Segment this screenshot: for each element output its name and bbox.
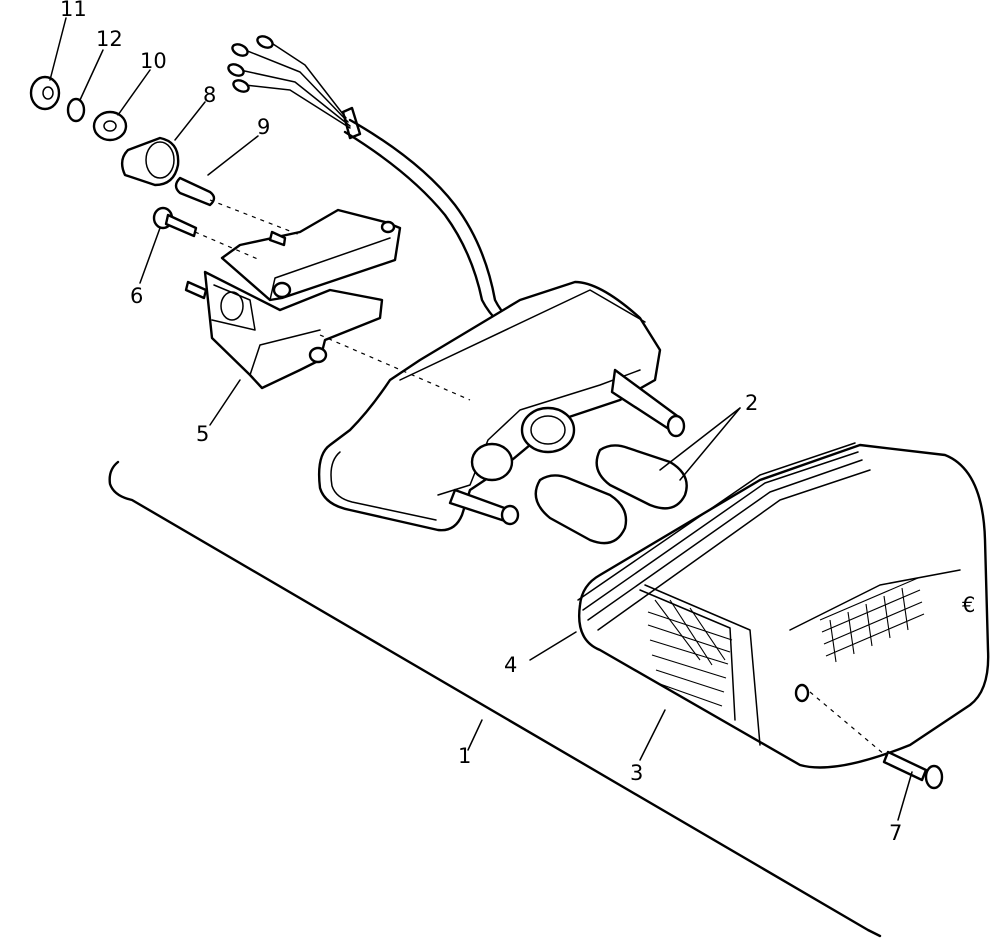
leader-lines [49,17,913,821]
callout-10: 10 [140,49,167,73]
lens-screw [882,750,944,790]
wire-harness [227,35,510,326]
alignment-lines [194,199,886,756]
callout-12: 12 [96,27,123,51]
callout-6: 6 [130,284,143,308]
hardware-stack [29,75,216,207]
mounting-bracket [184,270,384,390]
callout-5: 5 [196,422,209,446]
bulbs [534,444,688,545]
callout-1: 1 [458,744,471,768]
callout-11: 11 [60,0,87,21]
callout-3: 3 [630,761,643,785]
bracket-plate [220,208,402,302]
callout-2: 2 [745,391,758,415]
lens-assembly: € [577,442,990,769]
assembly-bracket-line [108,460,882,938]
bracket-screw [152,206,198,238]
lens-mark: € [962,593,975,617]
callout-9: 9 [257,115,270,139]
callout-7: 7 [889,821,902,845]
callout-4: 4 [504,653,517,677]
callout-8: 8 [203,83,216,107]
lamp-housing [317,280,686,532]
